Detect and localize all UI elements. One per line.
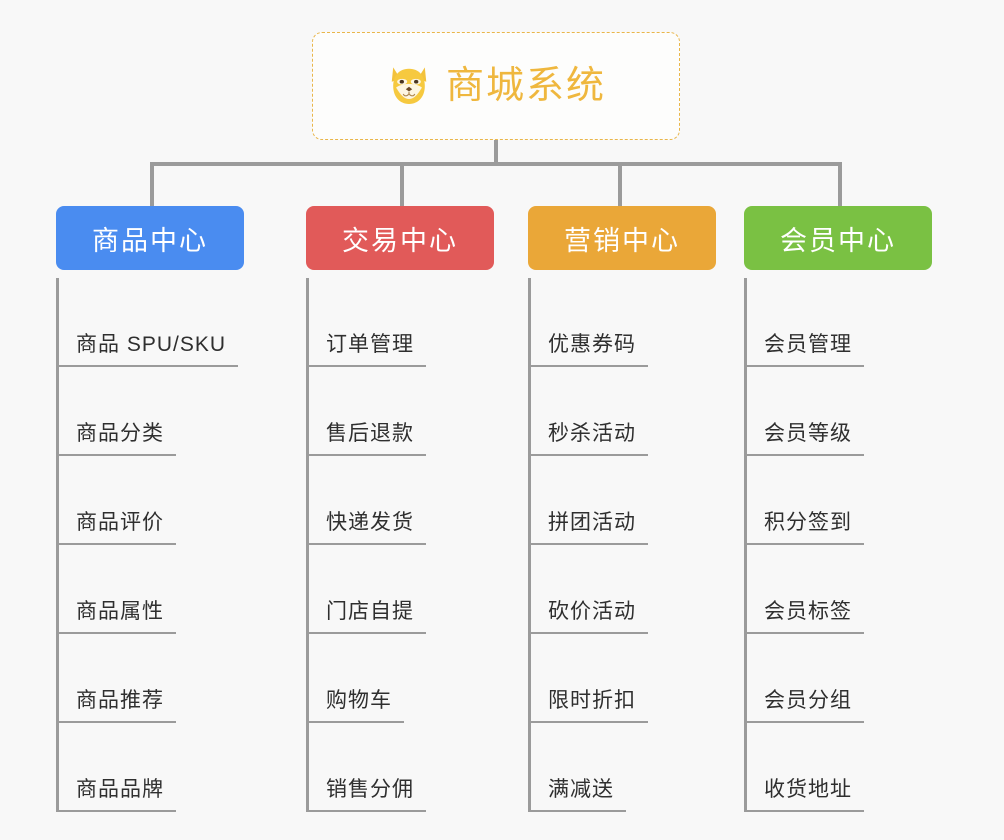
list-item[interactable]: 售后退款 (309, 367, 528, 456)
list-item-label: 商品属性 (59, 595, 176, 634)
list-item-label: 积分签到 (747, 506, 864, 545)
list-item[interactable]: 拼团活动 (531, 456, 744, 545)
list-item-label: 限时折扣 (531, 684, 648, 723)
list-item-label: 商品分类 (59, 417, 176, 456)
list-item-label: 收货地址 (747, 773, 864, 812)
list-item[interactable]: 订单管理 (309, 278, 528, 367)
branch-items-trade: 订单管理 售后退款 快递发货 门店自提 购物车 销售分佣 (306, 278, 528, 812)
list-item[interactable]: 快递发货 (309, 456, 528, 545)
list-item[interactable]: 商品分类 (59, 367, 306, 456)
connector-root-stem (494, 140, 498, 164)
branch-items-product: 商品 SPU/SKU 商品分类 商品评价 商品属性 商品推荐 商品品牌 (56, 278, 306, 812)
list-item[interactable]: 购物车 (309, 634, 528, 723)
list-item[interactable]: 商品评价 (59, 456, 306, 545)
list-item-label: 满减送 (531, 773, 626, 812)
connector-horizontal-bus (150, 162, 842, 166)
list-item[interactable]: 秒杀活动 (531, 367, 744, 456)
list-item[interactable]: 会员分组 (747, 634, 960, 723)
branch-column-trade: 交易中心 订单管理 售后退款 快递发货 门店自提 购物车 销售分佣 (306, 206, 528, 812)
list-item-label: 购物车 (309, 684, 404, 723)
list-item[interactable]: 门店自提 (309, 545, 528, 634)
connector-drop-branch-1 (150, 162, 154, 208)
list-item-label: 砍价活动 (531, 595, 648, 634)
branch-column-member: 会员中心 会员管理 会员等级 积分签到 会员标签 会员分组 收货地址 (744, 206, 960, 812)
branch-header-product[interactable]: 商品中心 (56, 206, 244, 270)
list-item[interactable]: 商品品牌 (59, 723, 306, 812)
list-item[interactable]: 积分签到 (747, 456, 960, 545)
list-item[interactable]: 收货地址 (747, 723, 960, 812)
root-title: 商城系统 (445, 65, 606, 107)
list-item[interactable]: 会员标签 (747, 545, 960, 634)
list-item[interactable]: 销售分佣 (309, 723, 528, 812)
list-item[interactable]: 会员管理 (747, 278, 960, 367)
list-item-label: 会员管理 (747, 328, 864, 367)
list-item-label: 商品品牌 (59, 773, 176, 812)
list-item-label: 优惠券码 (531, 328, 648, 367)
list-item[interactable]: 商品属性 (59, 545, 306, 634)
list-item[interactable]: 限时折扣 (531, 634, 744, 723)
branch-header-trade[interactable]: 交易中心 (306, 206, 494, 270)
list-item-label: 售后退款 (309, 417, 426, 456)
connector-drop-branch-3 (618, 162, 622, 208)
list-item[interactable]: 商品推荐 (59, 634, 306, 723)
list-item-label: 会员等级 (747, 417, 864, 456)
list-item[interactable]: 优惠券码 (531, 278, 744, 367)
branch-column-product: 商品中心 商品 SPU/SKU 商品分类 商品评价 商品属性 商品推荐 商品品牌 (56, 206, 306, 812)
list-item-label: 商品评价 (59, 506, 176, 545)
list-item-label: 订单管理 (309, 328, 426, 367)
list-item-label: 商品推荐 (59, 684, 176, 723)
list-item[interactable]: 砍价活动 (531, 545, 744, 634)
branch-header-label: 交易中心 (342, 225, 458, 256)
branch-items-marketing: 优惠券码 秒杀活动 拼团活动 砍价活动 限时折扣 满减送 (528, 278, 744, 812)
shiba-dog-face-icon (391, 67, 427, 104)
list-item-label: 销售分佣 (309, 773, 426, 812)
list-item[interactable]: 会员等级 (747, 367, 960, 456)
branch-header-member[interactable]: 会员中心 (744, 206, 932, 270)
list-item-label: 秒杀活动 (531, 417, 648, 456)
root-node[interactable]: 商城系统 (312, 32, 680, 140)
list-item-label: 拼团活动 (531, 506, 648, 545)
branch-header-marketing[interactable]: 营销中心 (528, 206, 716, 270)
list-item-label: 会员分组 (747, 684, 864, 723)
list-item[interactable]: 满减送 (531, 723, 744, 812)
list-item[interactable]: 商品 SPU/SKU (59, 278, 306, 367)
list-item-label: 商品 SPU/SKU (59, 328, 239, 367)
list-item-label: 门店自提 (309, 595, 426, 634)
branch-items-member: 会员管理 会员等级 积分签到 会员标签 会员分组 收货地址 (744, 278, 960, 812)
branch-columns: 商品中心 商品 SPU/SKU 商品分类 商品评价 商品属性 商品推荐 商品品牌… (0, 206, 1004, 840)
branch-header-label: 商品中心 (92, 225, 208, 256)
connector-drop-branch-2 (400, 162, 404, 208)
branch-column-marketing: 营销中心 优惠券码 秒杀活动 拼团活动 砍价活动 限时折扣 满减送 (528, 206, 744, 812)
connector-drop-branch-4 (838, 162, 842, 208)
list-item-label: 会员标签 (747, 595, 864, 634)
branch-header-label: 营销中心 (564, 225, 680, 256)
branch-header-label: 会员中心 (780, 225, 896, 256)
list-item-label: 快递发货 (309, 506, 426, 545)
